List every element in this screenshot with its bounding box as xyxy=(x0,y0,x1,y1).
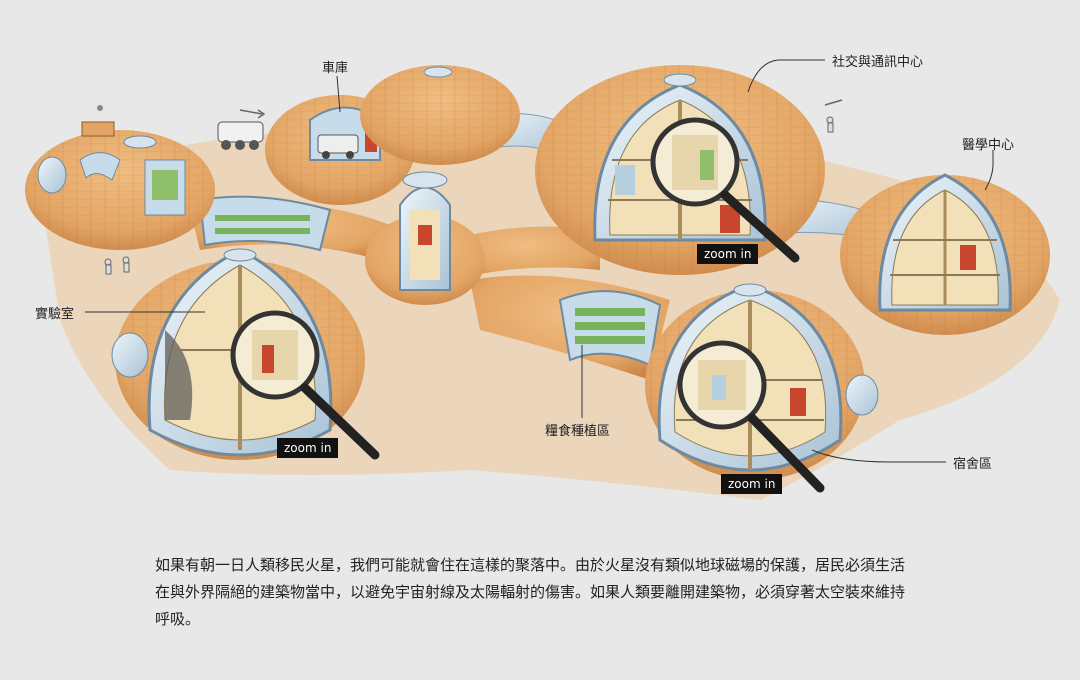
farm-tunnel xyxy=(558,290,662,367)
central-tower xyxy=(365,171,485,305)
central-back-dome xyxy=(360,65,520,165)
magnifier-lab[interactable] xyxy=(230,310,380,460)
rover xyxy=(217,109,266,150)
label-medical-center: 醫學中心 xyxy=(962,138,1015,153)
description-text: 如果有朝一日人類移民火星，我們可能就會住在這樣的聚落中。由於火星沒有類似地球磁場… xyxy=(155,556,906,628)
label-dorm: 宿舍區 xyxy=(953,457,993,472)
greenhouse-corridor xyxy=(198,195,332,252)
astronauts xyxy=(104,99,843,275)
mars-settlement-illustration xyxy=(25,59,1060,500)
label-farm: 糧食種植區 xyxy=(545,424,611,439)
medical-center-dome xyxy=(840,173,1050,335)
magnifier-social[interactable] xyxy=(650,117,800,263)
cargo-drone xyxy=(81,105,115,137)
zoom-in-social-button[interactable]: zoom in xyxy=(697,244,759,264)
label-garage: 車庫 xyxy=(322,61,349,76)
label-social-center: 社交與通訊中心 xyxy=(832,55,924,70)
zoom-in-dorm-button[interactable]: zoom in xyxy=(721,474,783,494)
lab-back-dome xyxy=(25,130,215,250)
label-lab: 實驗室 xyxy=(35,307,75,322)
zoom-in-lab-button[interactable]: zoom in xyxy=(277,438,339,458)
magnifier-dorm[interactable] xyxy=(677,340,825,493)
leader-lines xyxy=(85,59,994,463)
